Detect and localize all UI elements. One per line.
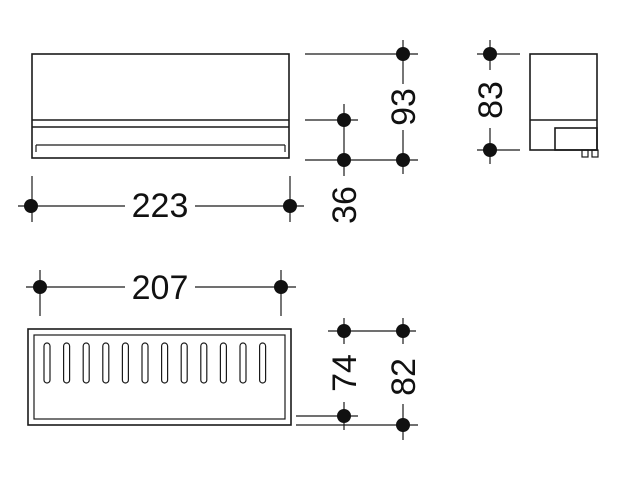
dimension-dot	[396, 324, 410, 338]
drain-slot	[161, 342, 169, 384]
dimension-dot	[24, 199, 38, 213]
drain-slots	[43, 342, 267, 384]
drain-slot	[121, 342, 130, 384]
front-body-outline	[31, 53, 290, 159]
dimension-dot	[274, 280, 288, 294]
side-view	[529, 53, 599, 158]
dimension-side-height: 83	[472, 40, 520, 164]
top-outer-outline	[27, 328, 292, 426]
side-bracket	[554, 127, 598, 151]
drain-slot	[219, 342, 227, 384]
drain-slot	[82, 342, 90, 384]
dimension-dot	[33, 280, 47, 294]
dimension-dot	[337, 324, 351, 338]
dimension-front-width: 223	[18, 176, 304, 225]
side-foot-1	[581, 149, 589, 158]
side-body-outline	[529, 53, 598, 151]
dimension-dot	[483, 47, 497, 61]
dimension-label-front-height-lower: 36	[326, 186, 364, 224]
dimension-top-depths: 74 82	[296, 318, 423, 440]
dimension-top-width: 207	[26, 269, 296, 316]
drain-slot	[43, 342, 51, 384]
drain-slot	[102, 342, 110, 384]
dimension-dot	[396, 418, 410, 432]
drain-slot	[62, 342, 71, 384]
dimension-dot	[337, 113, 351, 127]
top-view	[27, 328, 292, 426]
dimension-dot	[396, 153, 410, 167]
dimension-label-side-height: 83	[472, 81, 510, 119]
drain-slot	[141, 342, 149, 384]
dimension-label-top-width: 207	[132, 269, 189, 307]
dimension-label-front-width: 223	[132, 187, 189, 225]
drain-slot	[180, 342, 188, 384]
top-inner-outline	[33, 334, 286, 420]
drain-slot	[239, 342, 247, 384]
dimension-dot	[337, 409, 351, 423]
drain-slot	[200, 342, 208, 384]
drain-slot	[259, 342, 267, 384]
dimension-label-top-depth-outer: 82	[385, 358, 423, 396]
dimension-dot	[337, 153, 351, 167]
dimension-dot	[396, 47, 410, 61]
dimension-label-front-height-total: 93	[385, 88, 423, 126]
side-foot-2	[591, 149, 599, 158]
dimension-label-top-depth-inner: 74	[326, 354, 364, 392]
front-view	[31, 53, 290, 159]
dimension-dot	[483, 143, 497, 157]
dimension-front-heights: 93 36	[305, 40, 423, 224]
dimension-dot	[283, 199, 297, 213]
